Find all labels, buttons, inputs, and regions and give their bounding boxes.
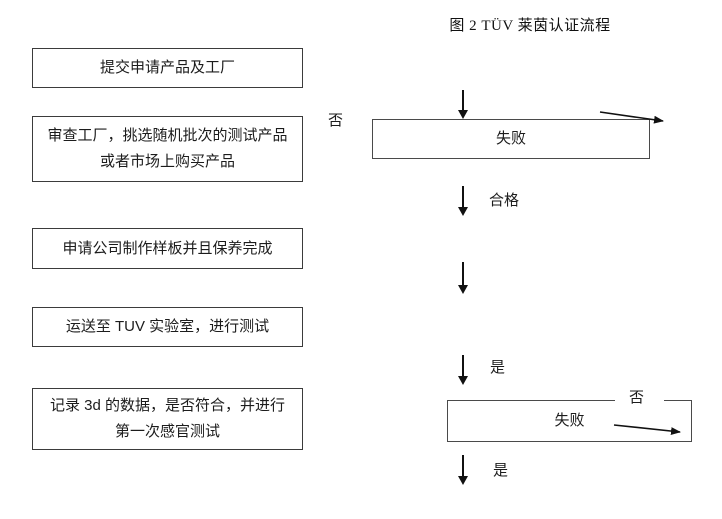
branch-label-no-1: 否 xyxy=(328,112,344,129)
process-step-box-3[interactable]: 申请公司制作样板并且保养完成 xyxy=(32,228,303,269)
process-step-label: 申请公司制作样板并且保养完成 xyxy=(62,239,273,257)
branch-label-yes-2: 是 xyxy=(493,462,509,479)
flow-arrow-down-4 xyxy=(458,355,468,385)
outcome-box-2-top-border-right xyxy=(664,400,692,401)
branch-label-yes-1: 是 xyxy=(490,359,506,376)
process-step-box-4[interactable]: 运送至 TUV 实验室，进行测试 xyxy=(32,307,303,347)
outcome-box-2-top-border-left xyxy=(447,400,615,401)
process-step-box-2[interactable]: 审查工厂，挑选随机批次的测试产品或者市场上购买产品 xyxy=(32,116,303,182)
process-step-label: 记录 3d 的数据，是否符合，并进行第一次感官测试 xyxy=(49,397,286,440)
branch-label-pass: 合格 xyxy=(489,192,520,209)
outcome-box-label: 失败 xyxy=(495,130,526,147)
outcome-box-failure-1[interactable]: 失败 xyxy=(372,119,650,159)
flow-arrow-down-2 xyxy=(458,186,468,216)
outcome-box-label: 失败 xyxy=(554,411,585,429)
flow-arrow-down-1 xyxy=(458,90,468,119)
branch-label-no-2: 否 xyxy=(629,389,645,406)
process-step-label: 审查工厂，挑选随机批次的测试产品或者市场上购买产品 xyxy=(47,127,288,170)
process-step-box-1[interactable]: 提交申请产品及工厂 xyxy=(32,48,303,88)
process-step-label: 运送至 TUV 实验室，进行测试 xyxy=(65,318,270,335)
flow-arrow-down-5 xyxy=(458,455,468,485)
outcome-box-failure-2[interactable]: 失败 xyxy=(447,400,692,442)
figure-title: 图 2 TÜV 莱茵认证流程 xyxy=(449,18,611,34)
flow-arrow-down-3 xyxy=(458,262,468,294)
process-step-box-5[interactable]: 记录 3d 的数据，是否符合，并进行第一次感官测试 xyxy=(32,388,303,450)
process-step-label: 提交申请产品及工厂 xyxy=(99,59,235,76)
